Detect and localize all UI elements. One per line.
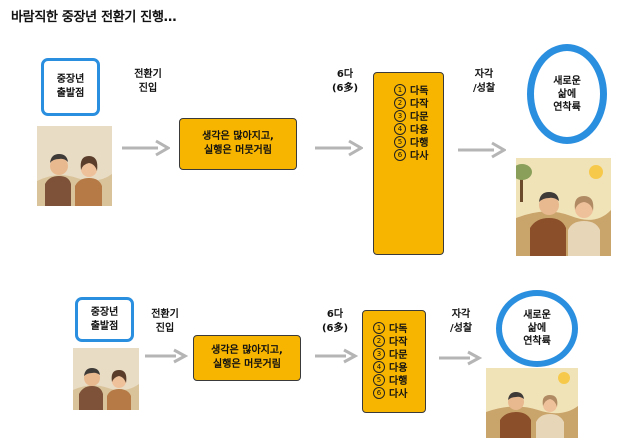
entry-label-line2: 진입 [155,323,175,334]
start-label-line1: 중장년 [90,306,119,318]
happy-couple-illustration [516,158,611,256]
entry-label-line1: 전환기 [134,69,162,80]
middle-label-line1: 생각은 많아지고, [211,345,283,356]
worried-couple-illustration [37,126,112,206]
circled-number: 6 [394,148,406,161]
entry-label-line1: 전환기 [151,309,179,320]
middle-label-line2: 실행은 머뭇거림 [204,145,272,156]
list-item-label: 다작 [410,99,429,110]
arrow-icon [458,141,506,159]
six-label-line2: (6多) [321,323,349,334]
list-item: 3 다문 [373,347,425,361]
arrow-icon [145,348,188,364]
arrow-icon [315,348,358,364]
reflection-label: 자각/성찰 [437,308,485,336]
six-label-line1: 6다 [326,309,344,320]
reflect-label-line2: /성찰 [472,83,496,94]
list-item-label: 다문 [389,350,408,361]
goal-label-line1: 새로운 [523,310,551,321]
list-item: 4 다용 [373,360,425,374]
goal-label-line2: 삶에 [527,323,547,334]
circled-number: 6 [373,386,385,399]
circled-number: 2 [373,334,385,347]
middle-label-line2: 실행은 머뭇거림 [213,359,281,370]
circled-number: 5 [394,135,406,148]
list-item: 5 다행 [394,135,443,149]
list-item-label: 다문 [410,112,429,123]
circled-number: 4 [373,360,385,373]
circled-number: 1 [373,321,385,334]
circled-number: 3 [373,347,385,360]
list-item: 4 다용 [394,122,443,136]
goal-label-line3: 연착륙 [523,336,551,347]
reflect-label-line1: 자각 [451,309,471,320]
six-label-line2: (6多) [331,83,359,94]
six-da-label: 6다 (6多) [320,68,370,96]
six-da-list: 1 다독 2 다작 3 다문 4 다용 5 다행 6 다사 [362,310,426,413]
six-da-label: 6다 (6多) [311,308,359,336]
goal-label-line1: 새로운 [553,75,581,87]
reflect-label-line2: /성찰 [449,323,473,334]
circled-number: 1 [394,83,406,96]
hesitation-box: 생각은 많아지고, 실행은 머뭇거림 [179,118,297,170]
entry-label-line2: 진입 [138,83,158,94]
six-da-list: 1 다독 2 다작 3 다문 4 다용 5 다행 6 다사 [373,72,444,255]
start-label-line1: 중장년 [56,74,85,85]
list-item: 5 다행 [373,373,425,387]
list-item: 6 다사 [394,148,443,162]
start-label-line2: 출발점 [56,88,85,99]
worried-couple-illustration [73,348,139,410]
list-item-label: 다사 [389,389,408,400]
list-item-label: 다행 [410,138,429,149]
happy-couple-illustration [486,368,578,438]
circled-number: 3 [394,109,406,122]
arrow-icon [439,350,482,366]
middle-label-line1: 생각은 많아지고, [202,131,274,142]
list-item-label: 다행 [389,376,408,387]
list-item: 1 다독 [373,321,425,335]
list-item: 2 다작 [394,96,443,110]
list-item-label: 다작 [389,337,408,348]
list-item-label: 다용 [410,125,429,136]
reflection-label: 자각/성찰 [460,68,508,96]
list-item-label: 다사 [410,151,429,162]
arrow-icon [315,139,363,157]
goal-label-line2: 삶에 [557,88,577,100]
list-item: 1 다독 [394,83,443,97]
list-item: 6 다사 [373,386,425,400]
circled-number: 4 [394,122,406,135]
goal-label-line3: 연착륙 [553,101,581,113]
start-label-line2: 출발점 [90,320,119,332]
list-item: 3 다문 [394,109,443,123]
list-item-label: 다독 [410,86,429,97]
six-label-line1: 6다 [336,69,354,80]
reflect-label-line1: 자각 [474,69,494,80]
list-item-label: 다독 [389,324,408,335]
arrow-icon [122,139,170,157]
list-item: 2 다작 [373,334,425,348]
page-title: 바람직한 중장년 전환기 진행… [11,10,177,25]
hesitation-box: 생각은 많아지고, 실행은 머뭇거림 [193,335,301,381]
circled-number: 2 [394,96,406,109]
list-item-label: 다용 [389,363,408,374]
circled-number: 5 [373,373,385,386]
